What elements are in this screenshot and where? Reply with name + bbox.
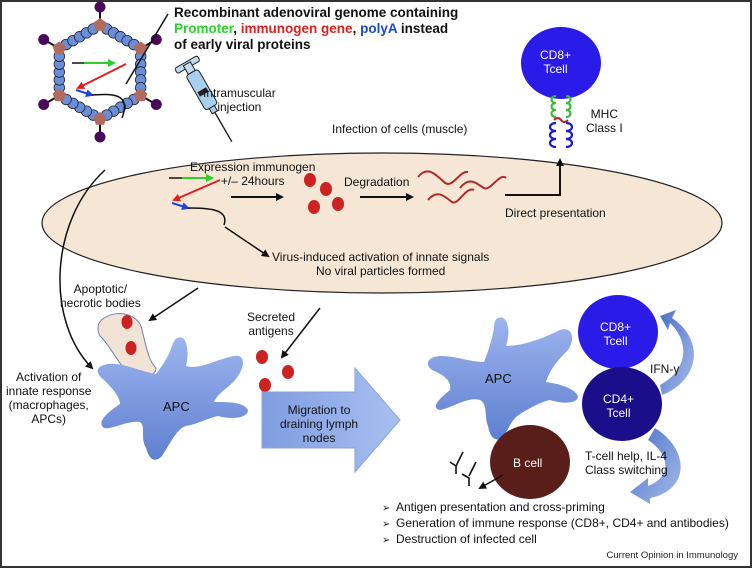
- outcome-item: ➢Antigen presentation and cross-priming: [382, 500, 605, 514]
- peptide-on-mhc: [553, 117, 569, 123]
- peptide: [459, 175, 507, 190]
- cd8-top-label: CD8+ Tcell: [540, 48, 572, 76]
- antigen-dot: [320, 182, 332, 196]
- mhc-class-i-icon: [548, 121, 574, 149]
- antigen-dot: [256, 350, 268, 364]
- title-line-2: Promoter, immunogen gene, polyA instead: [174, 21, 449, 36]
- antigen-dot: [308, 200, 320, 214]
- outcome-item: ➢Destruction of infected cell: [382, 532, 537, 546]
- cd8-tcell-right: [578, 295, 658, 369]
- promoter-label: Promoter: [174, 21, 234, 36]
- injection-label: Intramuscular injection: [203, 86, 276, 114]
- syringe-icon: [174, 55, 233, 143]
- peptide-fragments: [417, 170, 507, 204]
- apc-left-label: APC: [163, 399, 190, 414]
- arrow-bullet-icon: ➢: [382, 519, 391, 530]
- fiber-knob: [38, 34, 50, 45]
- ifn-gamma-curve-arrow: [660, 310, 694, 395]
- antibody-icon: [449, 451, 464, 474]
- activation-label: Activation of innate response (macrophag…: [6, 370, 92, 426]
- genome-tail: [91, 93, 126, 119]
- callout-line: [125, 13, 169, 85]
- apc-left-shape: [97, 337, 248, 460]
- virus-to-apc-arrow: [59, 169, 106, 370]
- apoptotic-label: Apoptotic/ necrotic bodies: [60, 282, 141, 310]
- direct-presentation-arrow: [505, 158, 564, 196]
- expression-label: Expression immunogen +/– 24hours: [190, 160, 316, 188]
- degradation-label: Degradation: [344, 175, 410, 189]
- outcome-list: ➢Antigen presentation and cross-priming …: [382, 500, 729, 548]
- tcr-icon: [550, 94, 572, 119]
- arrow-bullet-icon: ➢: [382, 503, 391, 514]
- penton-base: [52, 88, 66, 102]
- innate-signal-arrow: [224, 226, 270, 258]
- bcell-antibody-arrow: [478, 474, 504, 489]
- b-cell: [490, 425, 570, 499]
- fiber-knob: [94, 1, 106, 13]
- peptide: [427, 188, 475, 204]
- journal-credit: Current Opinion in Immunology: [606, 550, 738, 561]
- virus-polya-arrow: [75, 89, 94, 98]
- migration-arrow[interactable]: [261, 366, 401, 474]
- penton-base: [134, 88, 148, 102]
- apc-right-label: APC: [485, 371, 512, 386]
- antigen-dot: [259, 378, 271, 392]
- innate-signals-label: Virus-induced activation of innate signa…: [272, 250, 490, 278]
- cd4-right-label: CD4+ Tcell: [603, 392, 635, 420]
- arrow-bullet-icon: ➢: [382, 535, 391, 546]
- penton-base: [52, 41, 66, 55]
- title-line-3: of early viral proteins: [174, 37, 311, 52]
- tcell-help-curve-arrow: [630, 428, 681, 504]
- direct-presentation-label: Direct presentation: [505, 206, 606, 220]
- outcome-item: ➢Generation of immune response (CD8+, CD…: [382, 516, 729, 530]
- secreted-arrow: [280, 307, 321, 359]
- bcell-label: B cell: [513, 456, 543, 470]
- genome-title: Recombinant adenoviral genome containing…: [174, 5, 458, 53]
- penton-base: [93, 18, 107, 31]
- adenovirus-particle: [38, 1, 162, 143]
- penton-base: [134, 41, 148, 55]
- antibody-icon: [461, 461, 477, 486]
- penton-base: [93, 112, 107, 125]
- peptide: [417, 170, 469, 185]
- apc-right-shape: [427, 317, 578, 440]
- mhc-label: MHC Class I: [586, 107, 623, 135]
- migration-label: Migration to draining lymph nodes: [280, 403, 359, 445]
- infection-label: Infection of cells (muscle): [332, 122, 468, 136]
- ifn-gamma-label: IFN-γ: [650, 362, 680, 376]
- virus-immunogen-arrow: [76, 63, 127, 89]
- fiber-knob: [150, 99, 162, 110]
- cd8-right-label: CD8+ Tcell: [600, 320, 632, 348]
- immunogen-arrow: [172, 179, 221, 202]
- secreted-label: Secreted antigens: [247, 310, 296, 338]
- fiber-knob: [94, 131, 106, 143]
- antigen-dot: [121, 315, 133, 329]
- antigen-dot: [332, 197, 344, 211]
- antibody-icons: [449, 451, 477, 486]
- antigen-cluster-cell: [304, 173, 344, 214]
- fiber-knob: [38, 99, 50, 110]
- title-line-1: Recombinant adenoviral genome containing: [174, 5, 459, 20]
- antigen-dot: [125, 341, 137, 355]
- antigen-dot: [282, 365, 294, 379]
- cd8-tcell-top: [521, 27, 601, 99]
- tcell-help-label: T-cell help, IL-4 Class switching: [585, 449, 668, 477]
- polya-arrow: [171, 202, 190, 211]
- muscle-cell: [41, 152, 723, 294]
- cd4-tcell-right: [582, 367, 662, 441]
- apoptotic-arrow: [148, 287, 199, 322]
- antigen-dot: [304, 173, 316, 187]
- immunogen-label: immunogen gene: [240, 21, 353, 36]
- genome-in-cell: [169, 174, 226, 226]
- polya-label: polyA: [360, 21, 398, 36]
- muscle-cell-membrane: [41, 152, 723, 294]
